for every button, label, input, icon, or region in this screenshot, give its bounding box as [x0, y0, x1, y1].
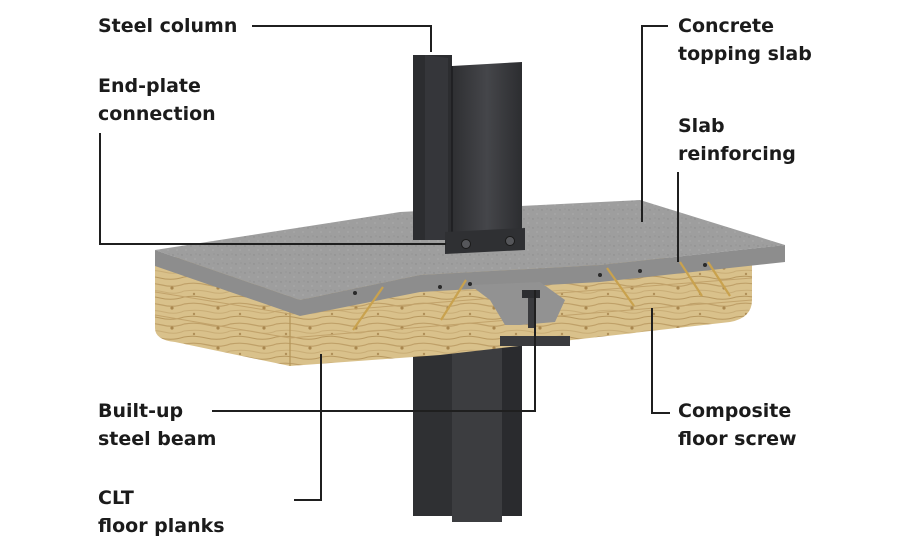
- label-clt-floor-planks: CLT floor planks: [98, 484, 225, 540]
- label-end-plate-line2: connection: [98, 100, 216, 128]
- upper-steel-column: [413, 55, 522, 240]
- label-screw-line2: floor screw: [678, 425, 797, 453]
- label-end-plate-connection: End-plate connection: [98, 72, 216, 128]
- lower-steel-column: [413, 343, 522, 522]
- label-clt-line1: CLT: [98, 484, 225, 512]
- label-end-plate-line1: End-plate: [98, 72, 216, 100]
- label-composite-floor-screw: Composite floor screw: [678, 397, 797, 453]
- label-concrete-line2: topping slab: [678, 40, 812, 68]
- label-steel-column: Steel column: [98, 12, 237, 40]
- label-reinforcing-line1: Slab: [678, 112, 796, 140]
- label-reinforcing-line2: reinforcing: [678, 140, 796, 168]
- label-clt-line2: floor planks: [98, 512, 225, 540]
- label-slab-reinforcing: Slab reinforcing: [678, 112, 796, 168]
- label-beam-line2: steel beam: [98, 425, 216, 453]
- end-plate-connection: [445, 228, 525, 254]
- leader-steel-column: [252, 26, 431, 52]
- leader-concrete-topping: [642, 26, 668, 222]
- leader-clt-planks: [294, 354, 321, 500]
- label-screw-line1: Composite: [678, 397, 797, 425]
- label-concrete-topping-slab: Concrete topping slab: [678, 12, 812, 68]
- label-steel-column-line1: Steel column: [98, 12, 237, 40]
- label-concrete-line1: Concrete: [678, 12, 812, 40]
- label-built-up-steel-beam: Built-up steel beam: [98, 397, 216, 453]
- label-beam-line1: Built-up: [98, 397, 216, 425]
